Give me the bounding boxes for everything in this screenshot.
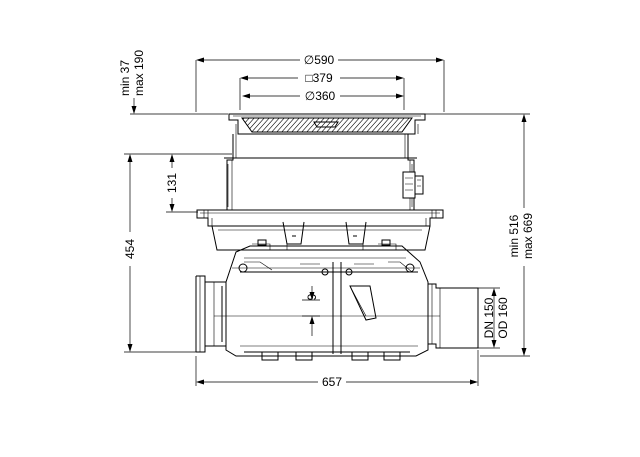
dim-454: 454 <box>123 239 137 259</box>
trap-domes <box>252 221 397 250</box>
hatch-line <box>384 118 402 132</box>
main-body <box>225 245 429 361</box>
hatch-line <box>415 116 431 134</box>
dim-min-37: min 37 <box>118 60 132 96</box>
hatch-line <box>359 118 377 132</box>
hatch-line <box>364 118 382 132</box>
hatch-line <box>294 118 312 132</box>
dim-9: 9 <box>305 293 319 300</box>
hatch-line <box>374 118 392 132</box>
hatch-line <box>259 118 277 132</box>
hatch-line <box>369 118 387 132</box>
hatch-line <box>394 118 412 132</box>
dimensions <box>124 57 530 386</box>
dim-dn-150: DN 150 <box>482 297 496 338</box>
outlet-pipe <box>428 283 479 349</box>
mid-flange <box>196 209 444 251</box>
hatch-line <box>279 118 297 132</box>
dim-diameter-590: ∅590 <box>304 53 335 67</box>
hatch-line <box>289 118 307 132</box>
hatch-line <box>334 118 352 132</box>
dim-square-379: □379 <box>305 71 333 85</box>
hatch-line <box>379 118 397 132</box>
dim-od-160: OD 160 <box>496 297 510 339</box>
hatch-line <box>420 116 436 134</box>
dim-max-190: max 190 <box>132 50 146 96</box>
upper-shaft <box>224 134 424 211</box>
hatch-line <box>354 118 372 132</box>
hatch-line <box>309 118 327 132</box>
hatch-line <box>274 118 292 132</box>
dim-131: 131 <box>165 173 179 193</box>
hatch-line <box>339 118 357 132</box>
hatch-line <box>284 118 302 132</box>
hatch-line <box>329 118 347 132</box>
hatch-line <box>319 118 337 132</box>
cover-frame <box>228 113 441 135</box>
dim-diameter-360: ∅360 <box>305 89 336 103</box>
dim-657: 657 <box>322 375 342 389</box>
latch <box>402 171 416 199</box>
hatch-line <box>344 118 362 132</box>
inlet-pipe <box>195 275 226 353</box>
hatch-line <box>264 118 282 132</box>
hatch-line <box>269 118 287 132</box>
hatch-line <box>249 118 267 132</box>
hatch-line <box>254 118 272 132</box>
hatch-line <box>324 118 342 132</box>
hatch-line <box>314 118 332 132</box>
hatch-line <box>242 118 247 132</box>
hatch-line <box>299 118 317 132</box>
dim-max-669: max 669 <box>521 213 535 259</box>
hatch-line <box>425 116 441 134</box>
hatch-line <box>349 118 367 132</box>
dim-min-516: min 516 <box>507 214 521 257</box>
hatch-line <box>389 118 407 132</box>
hatch-line <box>304 118 322 132</box>
